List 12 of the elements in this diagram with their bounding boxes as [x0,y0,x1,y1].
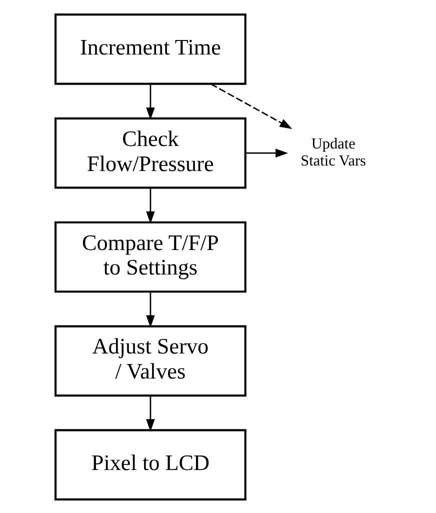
arrow [146,292,155,328]
node-box: Increment Time [54,13,246,84]
arrow [146,395,155,432]
arrow [210,82,292,128]
arrow [146,84,155,120]
node-box: Pixel to LCD [54,428,246,500]
node-box: Check Flow/Pressure [54,116,246,188]
node-box: Compare T/F/P to Settings [54,220,246,292]
arrow [146,188,155,224]
node-text: Update Static Vars [300,135,366,169]
arrow [245,148,288,157]
node-box: Adjust Servo / Valves [54,324,246,396]
